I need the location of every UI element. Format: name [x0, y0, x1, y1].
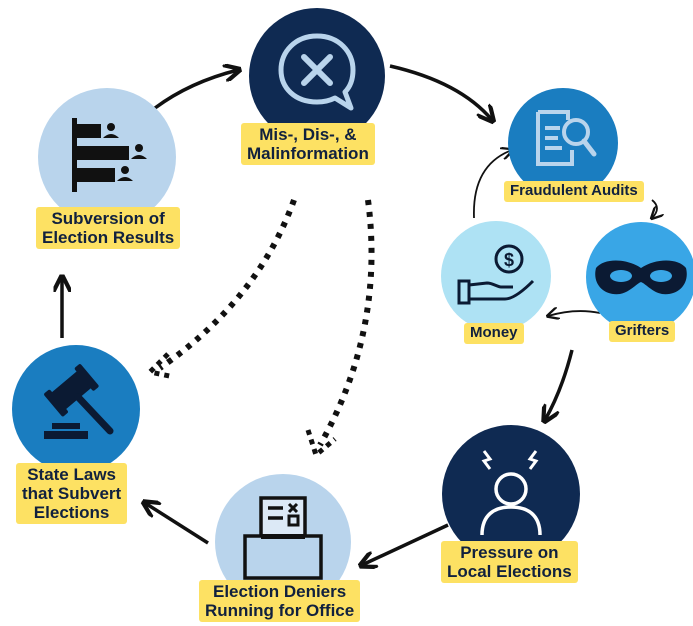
speech-bubble-x-icon: [278, 33, 356, 111]
deniers-label: Election Deniers Running for Office: [199, 580, 361, 623]
grifters-label-line1: Grifters: [615, 322, 670, 339]
audits-label-line1: Fraudulent Audits: [510, 182, 638, 199]
ranked-bar-people-icon: [72, 118, 147, 192]
state-laws-circle: [12, 345, 140, 473]
misinfo-label: Mis-, Dis-, & Malinformation: [241, 123, 375, 166]
state-laws-label: State Laws that Subvert Elections: [16, 463, 128, 525]
state-laws-label-line1: State Laws: [27, 465, 116, 484]
deniers-label-line2: Running for Office: [205, 601, 355, 621]
grifters-circle: [586, 222, 693, 332]
arrow-misinfo-to-audits: [389, 64, 492, 120]
subversion-circle: [38, 88, 176, 226]
grifters-label: Grifters: [609, 321, 676, 342]
ballot-box-icon: [243, 496, 323, 580]
subversion-label: Subversion of Election Results: [36, 207, 181, 250]
arrow-deniers-to-statelaws: [145, 503, 209, 545]
gavel-icon: [44, 364, 114, 439]
state-laws-label-line3: Elections: [33, 503, 110, 523]
pressure-circle: [442, 425, 580, 563]
pressure-label: Pressure on Local Elections: [441, 541, 578, 584]
arrow-money-to-audits: [473, 150, 512, 219]
arrow-subversion-to-misinfo: [153, 70, 238, 110]
dotted-arrow-to-statelaws: [158, 198, 297, 371]
subversion-label-line1: Subversion of: [51, 209, 165, 228]
money-label: Money: [464, 323, 524, 344]
pressure-label-line1: Pressure on: [460, 543, 559, 562]
pressure-label-line2: Local Elections: [447, 562, 572, 582]
dotted-arrowhead-deniers: [305, 429, 337, 460]
money-circle: $: [441, 221, 551, 331]
arrow-grifters-to-money: [548, 311, 601, 316]
eye-mask-icon: [595, 260, 687, 295]
subversion-label-line2: Election Results: [42, 228, 175, 248]
deniers-label-line1: Election Deniers: [213, 582, 347, 601]
arrow-cycle-to-pressure: [545, 349, 574, 420]
audits-label: Fraudulent Audits: [504, 181, 644, 202]
dotted-arrowhead-statelaws: [144, 352, 175, 380]
stressed-person-icon: [480, 450, 542, 536]
arrow-audits-to-grifters: [652, 199, 657, 218]
state-laws-label-line2: that Subvert: [22, 484, 122, 504]
hand-coin-icon: $: [457, 244, 535, 305]
svg-text:$: $: [504, 250, 514, 270]
audits-circle: [508, 88, 618, 198]
document-magnifier-icon: [536, 110, 597, 166]
misinfo-label-line2: Malinformation: [247, 144, 369, 164]
arrow-pressure-to-deniers: [362, 523, 449, 565]
money-label-line1: Money: [470, 324, 518, 341]
dotted-arrow-to-deniers: [317, 199, 375, 447]
misinfo-circle: [249, 8, 385, 144]
misinfo-label-line1: Mis-, Dis-, &: [259, 125, 357, 144]
